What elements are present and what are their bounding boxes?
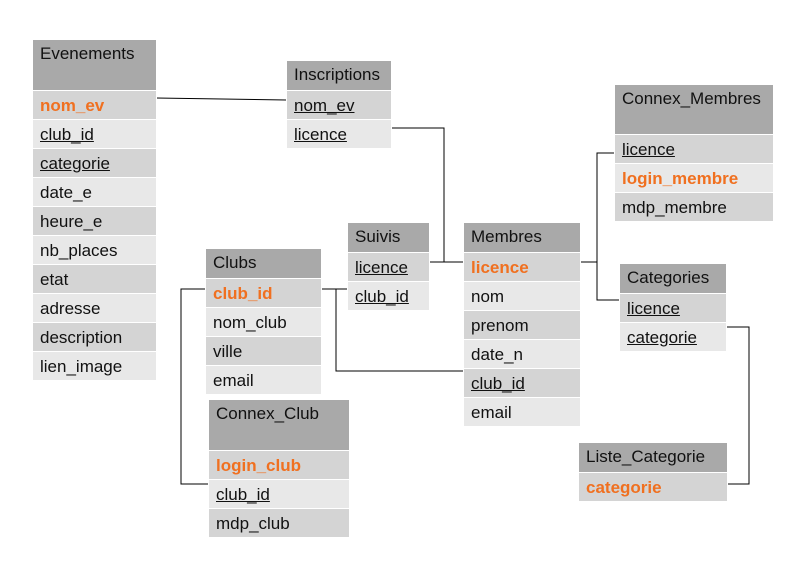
field-ville: ville [206, 336, 321, 365]
field-prenom: prenom [464, 310, 580, 339]
field-club-id: club_id [348, 281, 429, 310]
table-title: Suivis [348, 223, 429, 252]
field-nom-ev: nom_ev [33, 90, 156, 119]
field-email: email [206, 365, 321, 394]
link-membres-connex-membres [580, 152, 614, 263]
field-categorie: categorie [620, 322, 726, 351]
field-nb-places: nb_places [33, 235, 156, 264]
field-nom-ev: nom_ev [287, 90, 391, 119]
field-licence: licence [287, 119, 391, 148]
field-licence: licence [464, 252, 580, 281]
link-categories-liste-categorie [726, 326, 750, 485]
field-lien-image: lien_image [33, 351, 156, 380]
field-date-e: date_e [33, 177, 156, 206]
table-title: Connex_Club [209, 400, 349, 450]
field-description: description [33, 322, 156, 351]
link-clubs-membres [321, 288, 464, 372]
table-title: Inscriptions [287, 61, 391, 90]
field-login-club: login_club [209, 450, 349, 479]
field-heure-e: heure_e [33, 206, 156, 235]
field-licence: licence [348, 252, 429, 281]
field-club-id: club_id [33, 119, 156, 148]
table-title: Clubs [206, 249, 321, 278]
field-categorie: categorie [33, 148, 156, 177]
link-clubs-connex-club [180, 288, 209, 485]
table-title: Liste_Categorie [579, 443, 727, 472]
field-date-n: date_n [464, 339, 580, 368]
link-membres-categories [580, 261, 620, 301]
field-email: email [464, 397, 580, 426]
field-login-membre: login_membre [615, 163, 773, 192]
table-title: Categories [620, 264, 726, 293]
table-title: Membres [464, 223, 580, 252]
link-evenements-inscriptions [155, 97, 287, 101]
table-title: Evenements [33, 40, 156, 90]
field-etat: etat [33, 264, 156, 293]
table-title: Connex_Membres [615, 85, 773, 134]
field-club-id: club_id [209, 479, 349, 508]
field-mdp-membre: mdp_membre [615, 192, 773, 221]
field-club-id: club_id [206, 278, 321, 307]
field-club-id: club_id [464, 368, 580, 397]
field-categorie: categorie [579, 472, 727, 501]
field-licence: licence [620, 293, 726, 322]
field-nom: nom [464, 281, 580, 310]
field-licence: licence [615, 134, 773, 163]
field-mdp-club: mdp_club [209, 508, 349, 537]
field-adresse: adresse [33, 293, 156, 322]
field-nom-club: nom_club [206, 307, 321, 336]
